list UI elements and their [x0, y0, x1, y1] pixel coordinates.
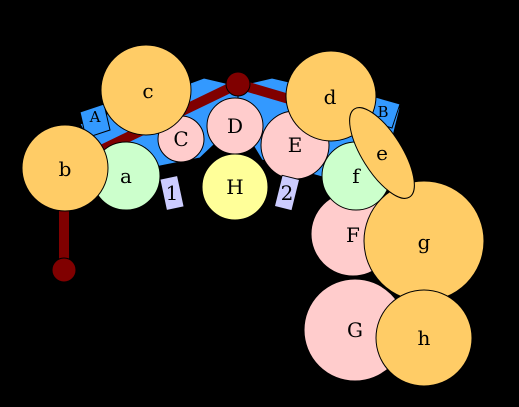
label-g: g [418, 230, 431, 254]
disc-H [201, 153, 269, 221]
disc-b [21, 124, 109, 212]
joint-bottom-left [51, 257, 77, 283]
disc-h [375, 289, 473, 387]
label-b: b [59, 157, 72, 181]
label-d: d [324, 85, 337, 109]
label-F: F [346, 223, 360, 247]
label-G: G [347, 318, 363, 342]
marker-2 [273, 174, 301, 212]
joint-top [225, 71, 251, 97]
disc-e [349, 107, 415, 199]
label-e: e [376, 141, 388, 165]
label-D: D [227, 114, 243, 138]
label-H: H [226, 175, 243, 199]
label-f: f [352, 164, 361, 188]
label-2: 2 [281, 181, 294, 205]
label-a: a [120, 164, 132, 188]
label-c: c [142, 79, 153, 103]
label-h: h [418, 326, 431, 350]
label-1: 1 [166, 181, 179, 205]
label-E: E [288, 133, 303, 157]
label-C: C [173, 127, 188, 151]
label-B: B [377, 103, 388, 121]
label-A: A [89, 108, 101, 126]
marker-1 [159, 174, 185, 212]
disc-c [100, 44, 192, 136]
